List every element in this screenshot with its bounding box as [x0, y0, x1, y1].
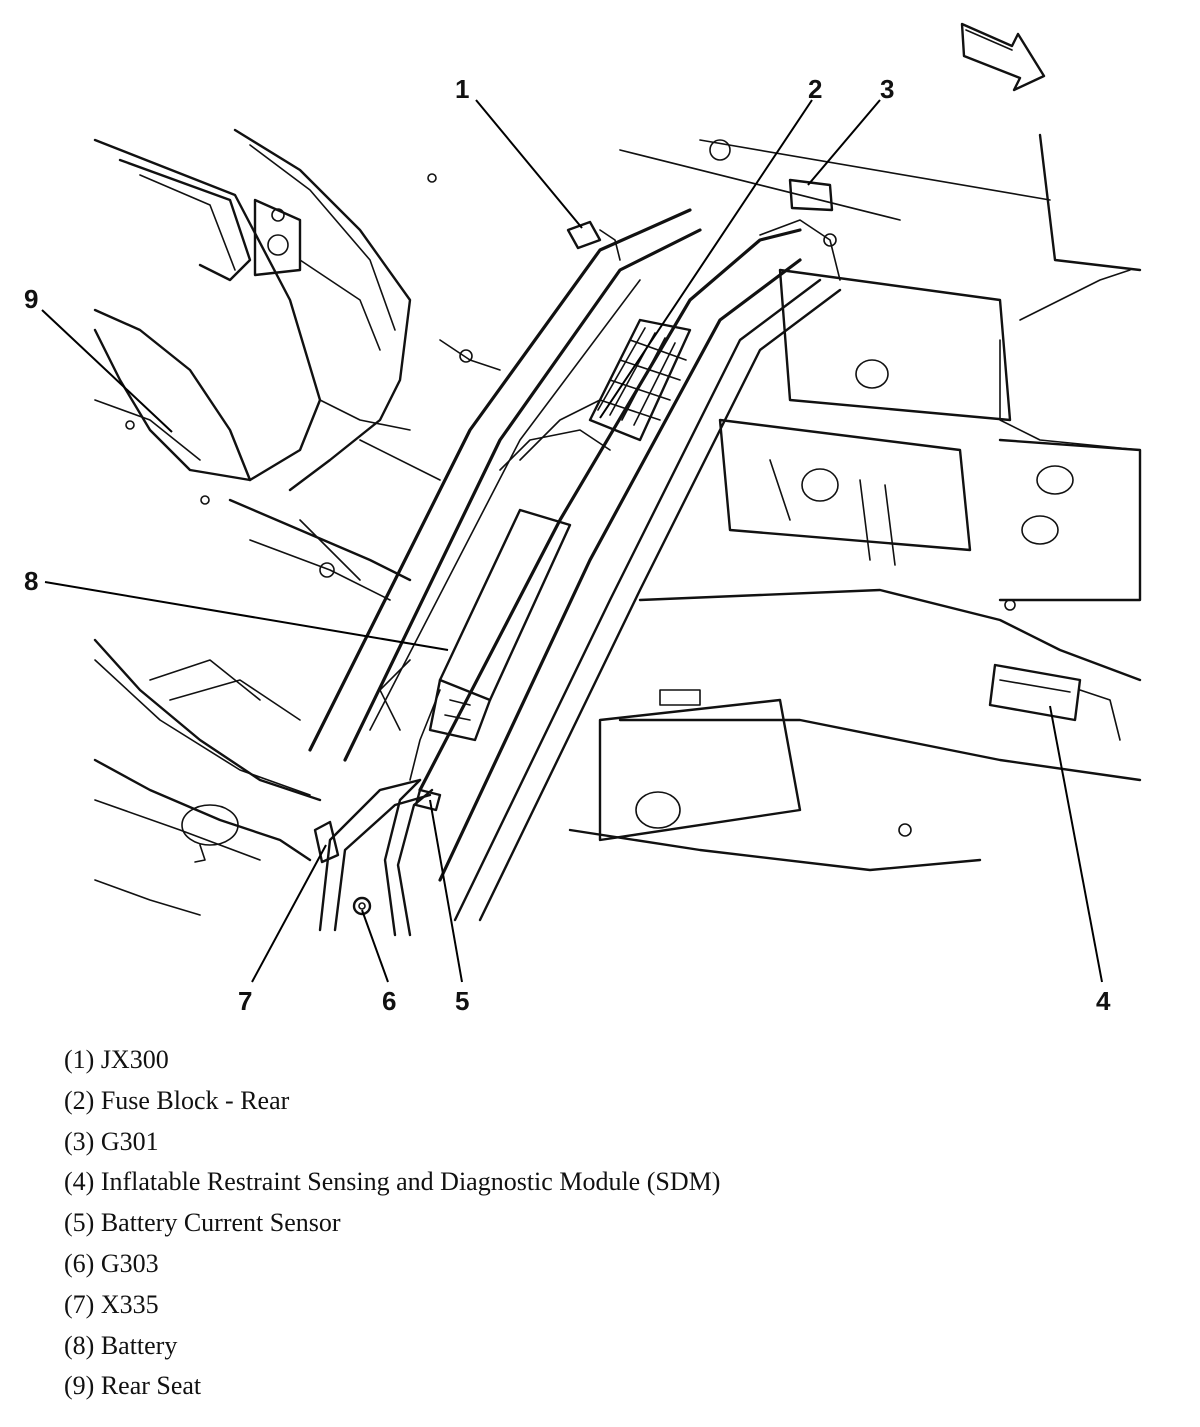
legend-item-6: (6) G303: [64, 1248, 159, 1278]
frame-rails: [308, 208, 842, 922]
leader-2: [599, 99, 813, 419]
legend: (1) JX300 (2) Fuse Block - Rear (3) G301…: [64, 1040, 1164, 1407]
left-floor-panel: [93, 339, 501, 916]
callout-3: 3: [880, 74, 894, 104]
leader-lines: [41, 99, 1103, 983]
legend-item-8: (8) Battery: [64, 1330, 178, 1360]
legend-item-3: (3) G301: [64, 1126, 159, 1156]
fuse-block-rear: [588, 318, 692, 442]
battery: [428, 508, 572, 742]
direction-arrow-icon: [960, 22, 1046, 92]
legend-item-4: (4) Inflatable Restraint Sensing and Dia…: [64, 1167, 721, 1197]
wiring-harness: [318, 219, 1141, 937]
jx300-connector: [566, 220, 621, 261]
legend-item-1: (1) JX300: [64, 1045, 169, 1074]
leader-1: [475, 99, 583, 229]
legend-item-2: (2) Fuse Block - Rear: [64, 1085, 290, 1115]
leader-3: [807, 99, 881, 186]
callout-5: 5: [455, 986, 469, 1016]
rear-seat: [93, 128, 441, 505]
legend-item-7: (7) X335: [64, 1289, 159, 1319]
battery-current-sensor: [414, 788, 442, 812]
g303-ground: [352, 896, 372, 916]
callout-2: 2: [808, 74, 822, 104]
callout-9: 9: [24, 284, 38, 314]
callout-7: 7: [238, 986, 252, 1016]
callout-8: 8: [24, 566, 38, 596]
legend-item-9: (9) Rear Seat: [64, 1371, 202, 1401]
legend-item-5: (5) Battery Current Sensor: [64, 1208, 341, 1238]
callout-1: 1: [455, 74, 469, 104]
callout-6: 6: [382, 986, 396, 1016]
callouts: 1 2 3 4 5 6 7 8 9: [24, 74, 1111, 1016]
leader-7: [251, 844, 327, 983]
g301-ground: [788, 178, 837, 247]
leader-4: [1049, 705, 1103, 983]
leader-5: [429, 799, 463, 983]
x335-connector: [313, 820, 340, 864]
vehicle-rear-floor-diagram: 1 2 3 4 5 6 7 8 9: [24, 22, 1142, 1016]
right-floor-panel: [568, 133, 1142, 872]
sdm-module: [988, 663, 1121, 741]
leader-9: [41, 309, 173, 433]
callout-4: 4: [1096, 986, 1111, 1016]
leader-6: [361, 909, 389, 983]
leader-8: [44, 581, 449, 651]
